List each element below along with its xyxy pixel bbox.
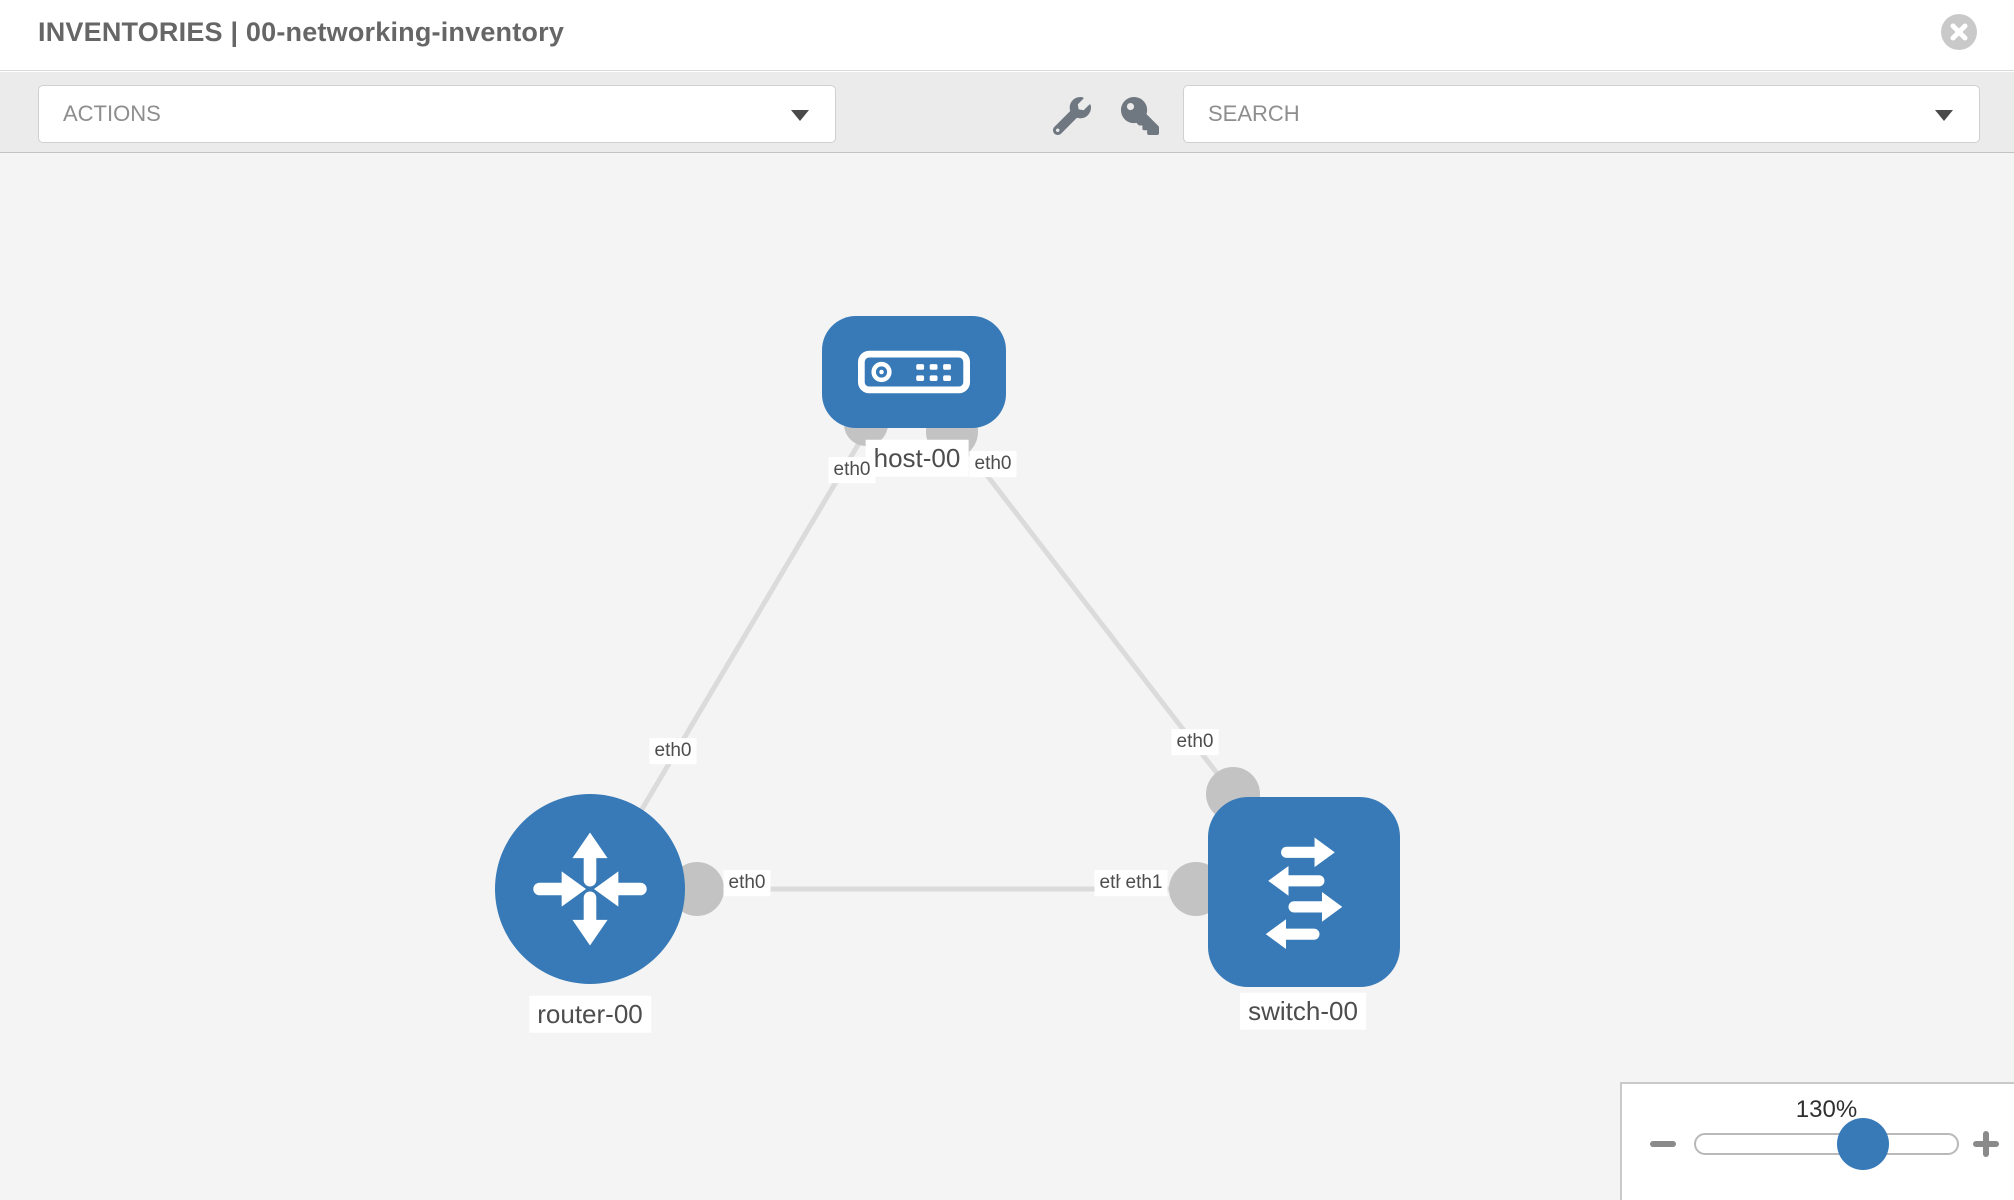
interface-label-host-right: eth0 xyxy=(969,451,1017,477)
zoom-panel: 130% xyxy=(1620,1082,2014,1200)
toolbar: ACTIONS SEARCH xyxy=(0,72,2014,153)
node-switch-00[interactable] xyxy=(1208,797,1400,987)
wrench-icon xyxy=(1053,97,1091,135)
host-icon xyxy=(858,350,970,394)
actions-dropdown-label: ACTIONS xyxy=(63,101,161,126)
topology-canvas[interactable]: host-00 router-00 switch-00 eth0 eth0 et… xyxy=(0,153,2014,1200)
chevron-down-icon xyxy=(1935,110,1953,121)
router-icon xyxy=(533,832,647,946)
actions-dropdown[interactable]: ACTIONS xyxy=(38,85,836,143)
chevron-down-icon xyxy=(791,110,809,121)
switch-icon xyxy=(1265,837,1343,950)
page-title: INVENTORIES | 00-networking-inventory xyxy=(38,17,565,47)
interface-label-router-top: eth0 xyxy=(649,738,697,764)
link-host-router xyxy=(597,426,871,882)
node-label-switch: switch-00 xyxy=(1240,992,1366,1030)
interface-label-host-left: eth0 xyxy=(828,457,876,483)
zoom-percent-label: 130% xyxy=(1795,1096,1858,1123)
close-button[interactable] xyxy=(1941,14,1977,50)
zoom-slider-track[interactable] xyxy=(1694,1133,1959,1155)
node-host-00[interactable] xyxy=(822,316,1006,428)
node-label-host: host-00 xyxy=(865,439,969,477)
interface-label-switch-top: eth0 xyxy=(1171,729,1219,755)
credentials-button[interactable] xyxy=(1118,94,1162,138)
zoom-out-button minus-icon[interactable] xyxy=(1650,1141,1676,1147)
node-label-router: router-00 xyxy=(529,995,651,1033)
configure-button[interactable] xyxy=(1050,94,1094,138)
interface-label-switch-left-eth1: eth1 xyxy=(1120,870,1168,896)
topology-underlay xyxy=(597,402,1260,916)
node-router-00[interactable] xyxy=(495,794,685,984)
zoom-slider-thumb[interactable] xyxy=(1837,1118,1889,1170)
close-icon xyxy=(1950,23,1968,41)
search-dropdown-label: SEARCH xyxy=(1208,101,1300,126)
key-icon xyxy=(1121,97,1159,135)
search-dropdown[interactable]: SEARCH xyxy=(1183,85,1980,143)
header-bar: INVENTORIES | 00-networking-inventory xyxy=(0,0,2014,71)
zoom-in-button plus-icon[interactable] xyxy=(1973,1131,1999,1157)
interface-label-router-right: eth0 xyxy=(723,870,771,896)
